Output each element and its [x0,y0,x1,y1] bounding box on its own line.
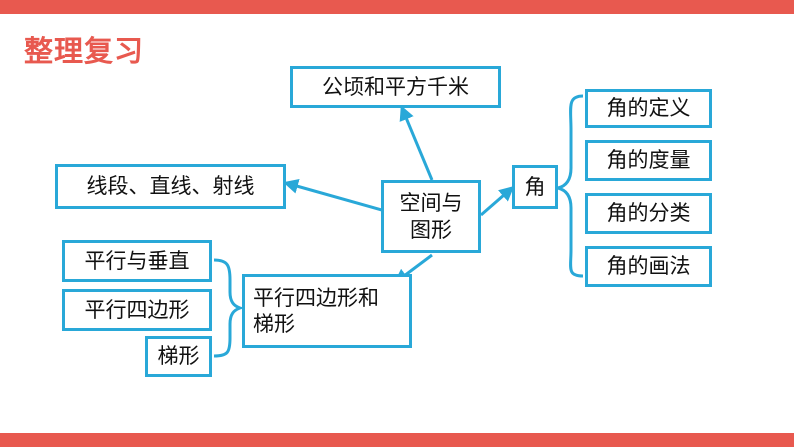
page-title: 整理复习 [24,34,145,68]
node-left: 线段、直线、射线 [55,164,286,209]
node-bottom-child-2-label: 平行四边形 [84,297,190,322]
node-bottom-child-3-label: 梯形 [157,344,200,369]
top-accent-bar [0,0,794,14]
node-right-child-4: 角的画法 [585,246,712,287]
node-right-child-1: 角的定义 [585,89,712,128]
node-left-label: 线段、直线、射线 [86,174,255,199]
node-center: 空间与图形 [381,180,481,253]
node-bottom-child-3: 梯形 [145,336,212,377]
arrow-to-right [480,186,515,217]
right-brace [557,94,584,278]
node-bottom-child-1: 平行与垂直 [62,240,212,282]
node-center-label: 空间与图形 [399,191,463,242]
node-right-child-3: 角的分类 [585,193,712,234]
bottom-brace [213,258,245,358]
node-bottom-child-1-label: 平行与垂直 [84,248,190,273]
bottom-accent-bar [0,433,794,447]
arrow-to-left [283,179,383,212]
node-right-child-1-label: 角的定义 [606,96,691,121]
node-bottom-child-2: 平行四边形 [62,289,212,331]
node-right-child-2: 角的度量 [585,140,712,181]
node-top: 公顷和平方千米 [290,66,501,108]
node-right-child-2-label: 角的度量 [606,148,691,173]
node-right-label: 角 [524,174,546,199]
node-right: 角 [512,165,558,209]
node-right-child-3-label: 角的分类 [606,201,691,226]
node-bottom-label: 平行四边形和梯形 [253,285,379,336]
arrow-to-top [399,105,434,181]
node-bottom: 平行四边形和梯形 [242,274,412,348]
node-top-label: 公顷和平方千米 [322,74,469,99]
node-right-child-4-label: 角的画法 [606,254,691,279]
